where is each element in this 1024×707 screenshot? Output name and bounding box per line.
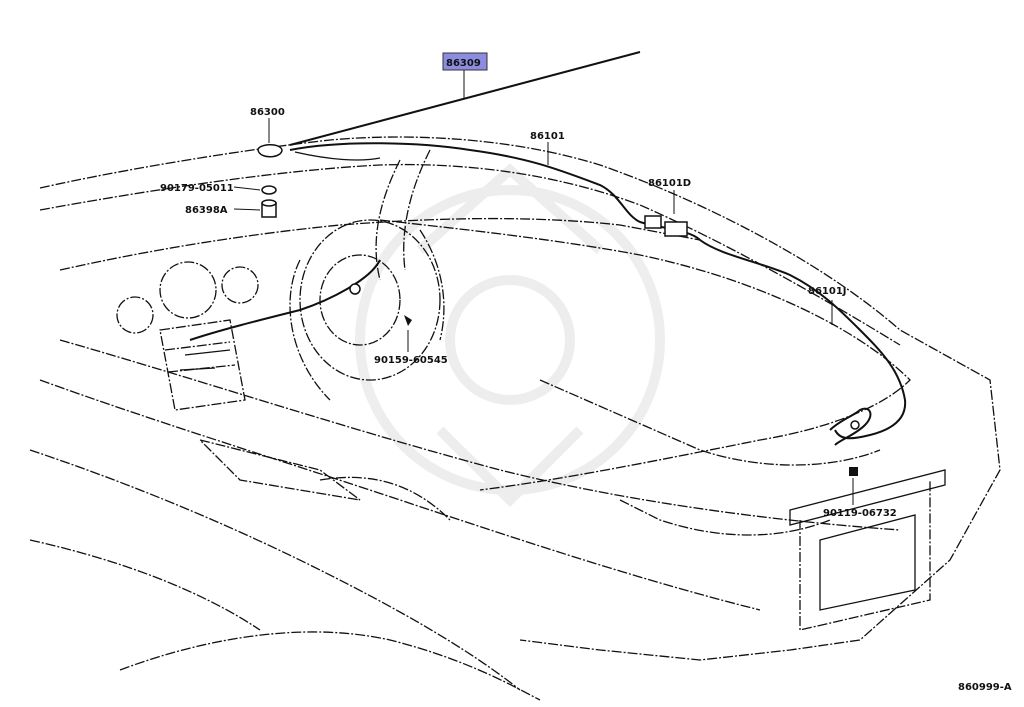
antenna-nut	[261, 185, 277, 195]
part-label-86309[interactable]: 86309	[446, 58, 481, 69]
bolt-90119	[849, 467, 858, 476]
watermark-emblem	[355, 163, 665, 508]
part-label-86300[interactable]: 86300	[250, 107, 285, 118]
part-label-86101J[interactable]: 86101J	[808, 286, 847, 297]
bolt-90159	[404, 315, 412, 326]
antenna-mast	[289, 51, 641, 146]
antenna-cable	[179, 142, 907, 446]
antenna-spacer	[261, 199, 277, 218]
figure-code: 860999-A	[958, 682, 1012, 693]
part-label-86398A[interactable]: 86398A	[185, 205, 228, 216]
part-label-90119-06732[interactable]: 90119-06732	[823, 508, 897, 519]
car-body-outline	[29, 136, 1001, 701]
antenna-base	[257, 144, 283, 158]
highlight-86309	[442, 52, 488, 71]
leader-lines	[233, 70, 854, 505]
part-label-86101D[interactable]: 86101D	[648, 178, 691, 189]
part-label-86101[interactable]: 86101	[530, 131, 565, 142]
part-label-90179-05011[interactable]: 90179-05011	[160, 183, 234, 194]
part-label-90159-60545[interactable]: 90159-60545	[374, 355, 448, 366]
